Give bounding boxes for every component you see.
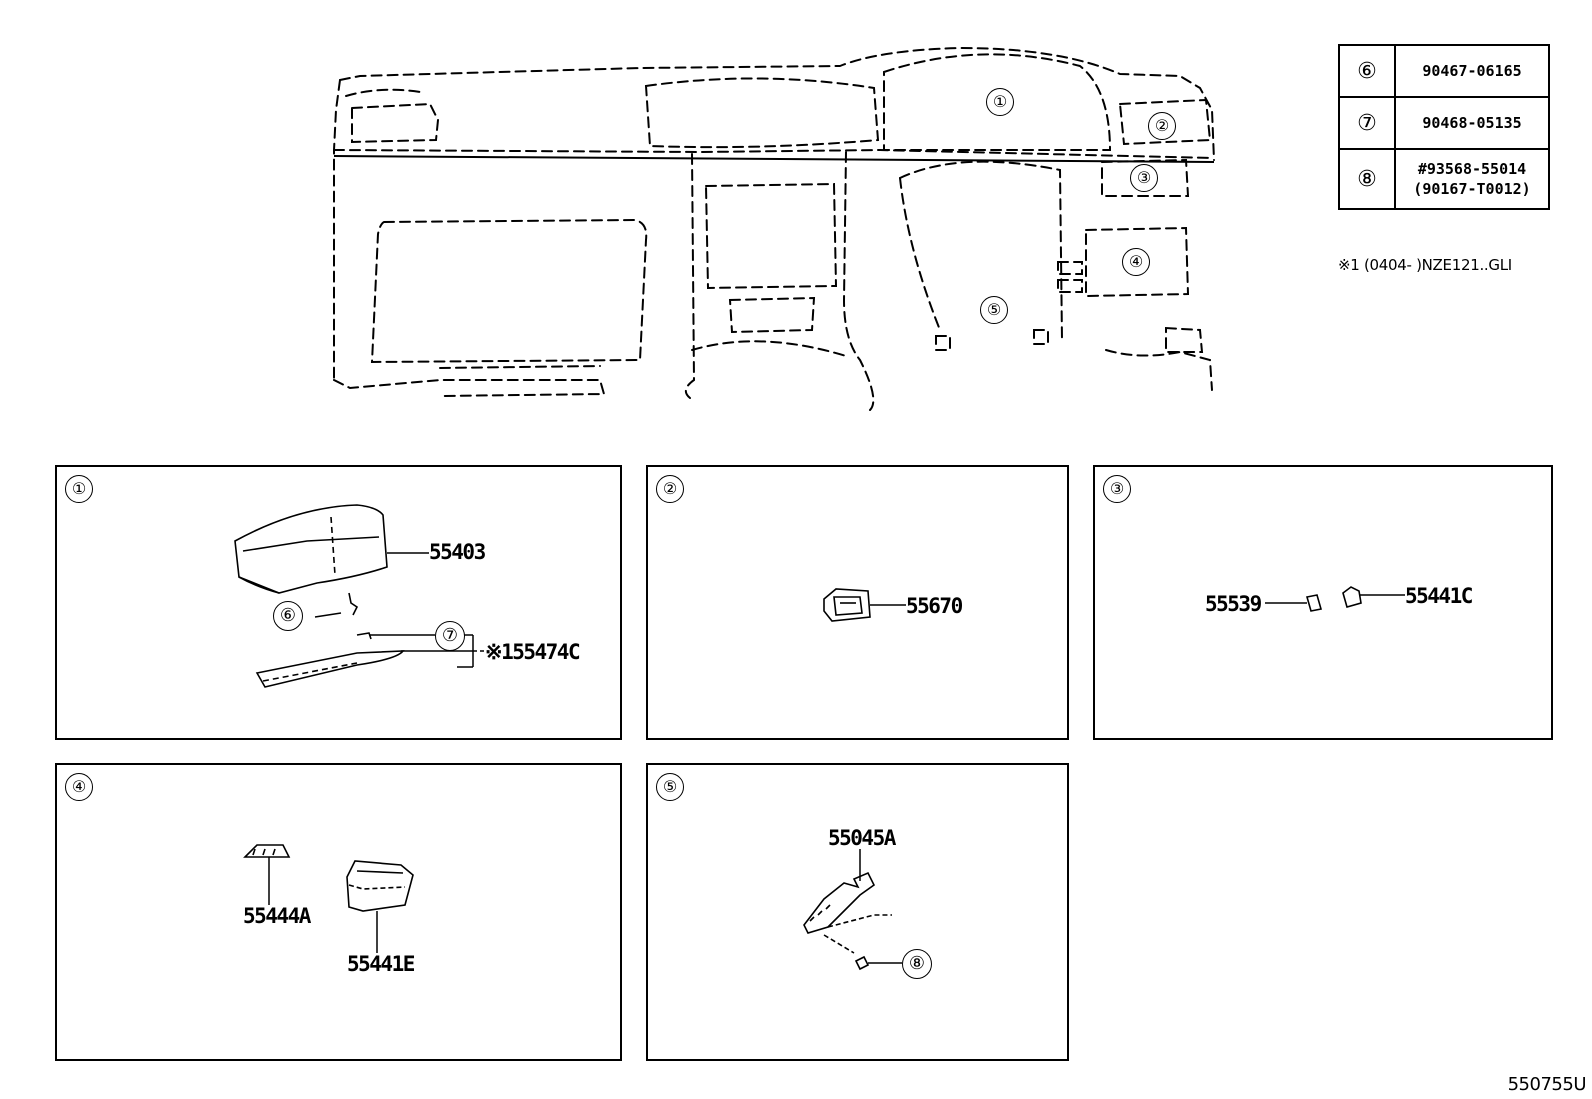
lower-pocket-drawing — [243, 844, 414, 953]
part-number-55403: 55403 — [429, 540, 486, 564]
fastener-part-number: #93568-55014 (90167-T0012) — [1394, 148, 1550, 210]
panel-label: ② — [656, 475, 684, 503]
overview-callout-5: ⑤ — [980, 296, 1008, 324]
detail-panel-2: ② 55670 — [646, 465, 1069, 740]
overview-callout-1: ① — [986, 88, 1014, 116]
switch-parts-drawing — [1265, 586, 1405, 612]
detail-panel-4: ④ 55444A 55441E — [55, 763, 622, 1061]
fastener-ref: ⑧ — [1338, 148, 1396, 210]
fastener-ref: ⑥ — [1338, 44, 1396, 98]
part-number-55441E: 55441E — [347, 952, 415, 976]
detail-panel-1: ① 55403 ⑥ ⑦ ※155474C — [55, 465, 622, 740]
fastener-part-number: 90467-06165 — [1394, 44, 1550, 98]
fastener-callout-6: ⑥ — [273, 601, 303, 631]
fastener-table: ⑥ 90467-06165 ⑦ 90468-05135 ⑧ #93568-550… — [1338, 44, 1550, 210]
fastener-part-number: 90468-05135 — [1394, 96, 1550, 150]
fastener-ref: ⑦ — [1338, 96, 1396, 150]
fastener-row: ⑧ #93568-55014 (90167-T0012) — [1338, 148, 1550, 210]
fastener-row: ⑥ 90467-06165 — [1338, 44, 1550, 98]
fastener-part-primary: #93568-55014 — [1417, 160, 1527, 178]
column-cover-drawing — [803, 847, 902, 971]
dashboard-overview-drawing — [333, 46, 1215, 411]
part-number-55441C: 55441C — [1405, 584, 1473, 608]
overview-callout-4: ④ — [1122, 248, 1150, 276]
panel-label: ④ — [65, 773, 93, 801]
meter-hood-drawing — [234, 504, 485, 688]
fastener-part-alt: (90167-T0012) — [1413, 180, 1531, 198]
panel-label: ③ — [1103, 475, 1131, 503]
overview-callout-2: ② — [1148, 112, 1176, 140]
diagram-id: 550755U — [1507, 1074, 1587, 1095]
panel-label: ① — [65, 475, 93, 503]
overview-callout-3: ③ — [1130, 164, 1158, 192]
fastener-callout-8: ⑧ — [902, 949, 932, 979]
fastener-row: ⑦ 90468-05135 — [1338, 96, 1550, 150]
part-number-55444A: 55444A — [243, 904, 311, 928]
part-number-55474C: ※155474C — [485, 640, 581, 664]
fastener-callout-7: ⑦ — [435, 621, 465, 651]
detail-panel-5: ⑤ 55045A ⑧ — [646, 763, 1069, 1061]
panel-label: ⑤ — [656, 773, 684, 801]
part-number-55539: 55539 — [1205, 592, 1262, 616]
detail-panel-3: ③ 55539 55441C — [1093, 465, 1553, 740]
applicability-note: ※1 (0404- )NZE121..GLI — [1338, 256, 1512, 274]
part-number-55670: 55670 — [906, 594, 963, 618]
part-number-55045A: 55045A — [828, 826, 896, 850]
side-vent-drawing — [823, 588, 906, 622]
